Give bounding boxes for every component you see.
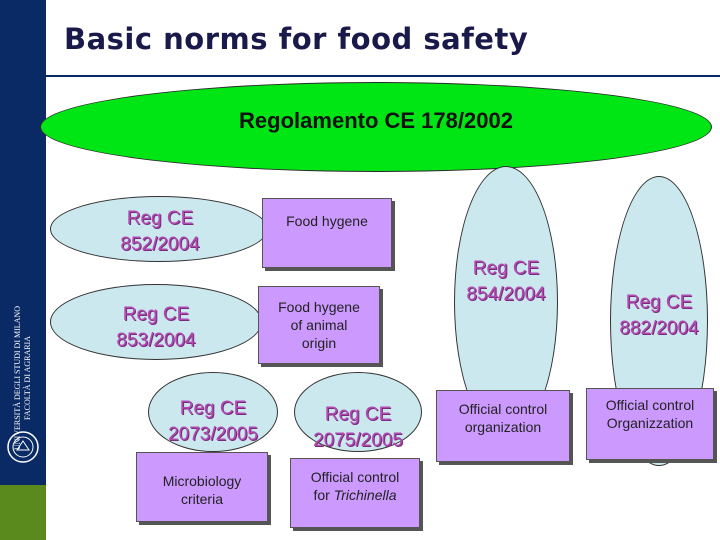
page-title: Basic norms for food safety bbox=[64, 22, 529, 56]
trichinella-control-note bbox=[290, 458, 420, 528]
microbiology-criteria-text: Microbiology criteria bbox=[162, 473, 242, 507]
university-seal-icon bbox=[7, 431, 39, 463]
university-logo-text: UNIVERSITÀ DEGLI STUDI DI MILANO FACOLTÀ… bbox=[13, 306, 32, 450]
food-hygene-animal-note bbox=[258, 286, 380, 364]
control-organization-text: Official control organization bbox=[458, 401, 548, 435]
sidebar: UNIVERSITÀ DEGLI STUDI DI MILANO FACOLTÀ… bbox=[0, 0, 46, 540]
food-hygene-animal-text: Food hygene of animal origin bbox=[278, 299, 360, 351]
microbiology-criteria-note bbox=[136, 452, 268, 522]
title-divider bbox=[46, 75, 720, 77]
trichinella-control-text: Official control for Trichinella bbox=[310, 469, 400, 503]
main-regulation-label: Regolamento CE 178/2002 bbox=[239, 108, 513, 133]
reg2073-ellipse bbox=[148, 372, 278, 452]
control-organizzation-note bbox=[586, 388, 714, 460]
control-organizzation-text: Official control Organizzation bbox=[605, 397, 695, 431]
reg852-ellipse bbox=[50, 196, 268, 262]
reg2075-ellipse bbox=[294, 372, 422, 452]
control-organization-note bbox=[436, 390, 570, 462]
food-hygene-note bbox=[262, 198, 392, 268]
food-hygene-text: Food hygene bbox=[286, 213, 368, 229]
main-regulation-ellipse bbox=[40, 82, 712, 172]
sidebar-green-strip bbox=[0, 485, 46, 540]
